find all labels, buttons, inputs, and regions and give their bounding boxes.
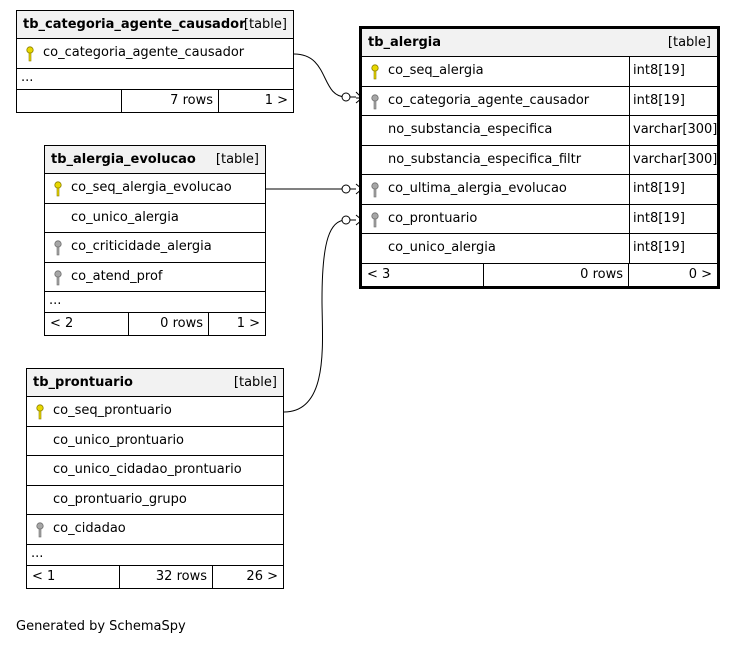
column-row[interactable]: co_seq_alergia_evolucao: [45, 174, 265, 204]
table-header: tb_prontuario [table]: [27, 369, 283, 397]
column-row[interactable]: co_cidadao: [27, 515, 283, 545]
column-row[interactable]: co_unico_cidadao_prontuario: [27, 456, 283, 486]
column-name: co_seq_alergia: [388, 63, 484, 78]
row-count: 0 rows: [129, 313, 209, 335]
column-row[interactable]: co_categoria_agente_causador int8[19]: [362, 86, 717, 116]
column-row[interactable]: co_unico_prontuario: [27, 427, 283, 456]
generated-by-note: Generated by SchemaSpy: [16, 619, 186, 634]
column-name: co_prontuario: [388, 210, 478, 226]
table-header: tb_alergia_evolucao [table]: [45, 146, 265, 174]
children-count: 0 >: [688, 266, 712, 282]
column-name: co_categoria_agente_causador: [388, 92, 590, 108]
column-type: int8[19]: [629, 234, 685, 263]
column-row[interactable]: co_seq_prontuario: [27, 397, 283, 427]
column-name: co_prontuario_grupo: [53, 491, 187, 507]
table-footer: < 2 0 rows 1 >: [45, 313, 265, 335]
table-type-label: [table]: [233, 375, 277, 390]
column-row[interactable]: co_unico_alergia: [45, 204, 265, 233]
column-type: int8[19]: [629, 175, 685, 204]
column-name: no_substancia_especifica_filtr: [388, 151, 582, 167]
parents-count: < 2: [45, 313, 129, 335]
primary-key-icon: [54, 181, 62, 197]
column-row[interactable]: co_criticidade_alergia: [45, 233, 265, 263]
children-count: 26 >: [246, 568, 278, 584]
column-row[interactable]: no_substancia_especifica varchar[300]: [362, 116, 717, 146]
link-categoria-to-alergia: [293, 53, 356, 98]
column-name: co_criticidade_alergia: [71, 239, 212, 254]
column-name: co_ultima_alergia_evolucao: [388, 181, 567, 196]
table-alergia-evolucao[interactable]: tb_alergia_evolucao [table] co_seq_alerg…: [44, 145, 266, 336]
table-name[interactable]: tb_alergia_evolucao: [51, 152, 196, 167]
column-name: no_substancia_especifica: [388, 122, 553, 137]
table-type-label: [table]: [667, 35, 711, 50]
link-optional-marker: [341, 92, 351, 102]
table-header: tb_alergia [table]: [362, 29, 717, 57]
column-name: co_unico_alergia: [71, 209, 179, 225]
more-columns-ellipsis: ...: [45, 292, 265, 313]
row-count: 7 rows: [122, 89, 219, 112]
column-row[interactable]: co_prontuario_grupo: [27, 486, 283, 515]
table-footer: < 3 0 rows 0 >: [362, 263, 717, 286]
foreign-key-icon: [371, 93, 379, 109]
column-row[interactable]: no_substancia_especifica_filtr varchar[3…: [362, 145, 717, 175]
table-name[interactable]: tb_prontuario: [33, 375, 133, 390]
table-alergia[interactable]: tb_alergia [table] co_seq_alergia int8[1…: [359, 26, 720, 289]
table-name[interactable]: tb_alergia: [368, 35, 442, 50]
column-name: co_categoria_agente_causador: [43, 45, 245, 60]
column-name: co_unico_cidadao_prontuario: [53, 462, 242, 477]
primary-key-icon: [371, 64, 379, 80]
column-name: co_cidadao: [53, 521, 126, 536]
table-name[interactable]: tb_categoria_agente_causador: [23, 17, 246, 32]
table-header: tb_categoria_agente_causador [table]: [17, 11, 293, 39]
table-footer: 7 rows 1 >: [17, 89, 293, 112]
primary-key-icon: [36, 404, 44, 420]
foreign-key-icon: [371, 182, 379, 198]
parents-count: < 3: [362, 263, 484, 286]
column-name: co_unico_prontuario: [53, 432, 185, 448]
column-row[interactable]: co_categoria_agente_causador: [17, 39, 293, 69]
link-optional-marker: [341, 184, 351, 194]
column-name: co_atend_prof: [71, 268, 163, 284]
foreign-key-icon: [36, 522, 44, 538]
children-count: 1 >: [264, 92, 288, 108]
parents-count: [17, 89, 122, 112]
column-type: int8[19]: [629, 204, 685, 233]
table-footer: < 1 32 rows 26 >: [27, 565, 283, 588]
column-name: co_unico_alergia: [388, 240, 496, 255]
row-count: 32 rows: [120, 565, 213, 588]
column-row[interactable]: co_seq_alergia int8[19]: [362, 57, 717, 87]
parents-count: < 1: [27, 565, 120, 588]
table-prontuario[interactable]: tb_prontuario [table] co_seq_prontuario …: [26, 368, 284, 589]
foreign-key-icon: [54, 240, 62, 256]
primary-key-icon: [26, 46, 34, 62]
column-row[interactable]: co_atend_prof: [45, 263, 265, 292]
foreign-key-icon: [54, 269, 62, 285]
link-prontuario-to-alergia: [283, 219, 356, 413]
column-type: int8[19]: [629, 57, 685, 86]
column-type: int8[19]: [629, 86, 685, 115]
column-type: varchar[300]: [629, 145, 717, 174]
children-count: 1 >: [236, 316, 260, 331]
table-categoria-agente-causador[interactable]: tb_categoria_agente_causador [table] co_…: [16, 10, 294, 113]
more-columns-ellipsis: ...: [17, 69, 293, 90]
more-columns-ellipsis: ...: [27, 545, 283, 566]
table-type-label: [table]: [215, 152, 259, 167]
foreign-key-icon: [371, 211, 379, 227]
table-type-label: [table]: [243, 17, 287, 32]
column-row[interactable]: co_ultima_alergia_evolucao int8[19]: [362, 175, 717, 205]
column-row[interactable]: co_unico_alergia int8[19]: [362, 234, 717, 264]
column-row[interactable]: co_prontuario int8[19]: [362, 204, 717, 234]
column-name: co_seq_alergia_evolucao: [71, 180, 232, 195]
column-type: varchar[300]: [629, 116, 717, 145]
row-count: 0 rows: [484, 263, 629, 286]
link-optional-marker: [341, 215, 351, 225]
column-name: co_seq_prontuario: [53, 403, 172, 418]
